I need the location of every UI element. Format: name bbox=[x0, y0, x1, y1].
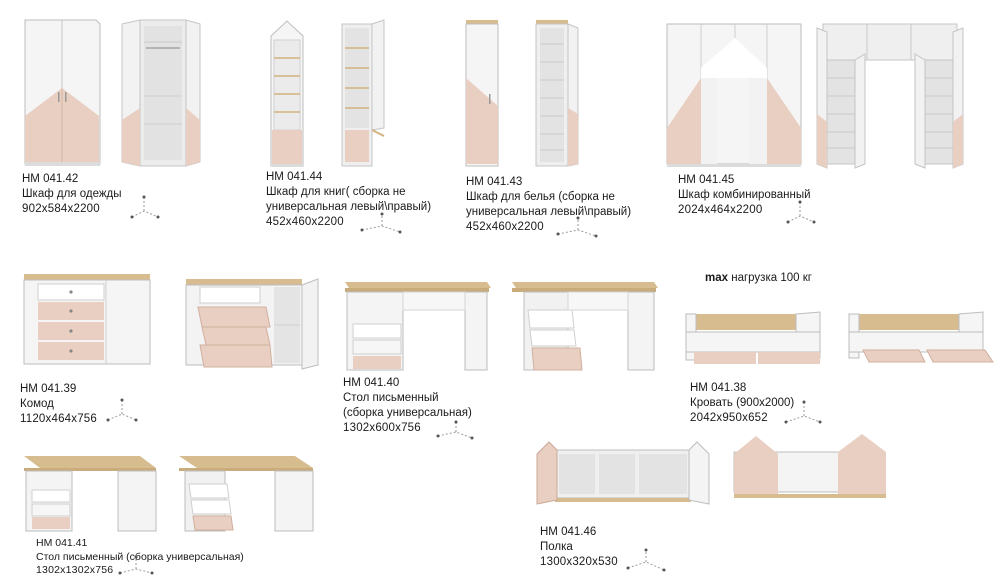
dimension-axes-icon bbox=[786, 200, 816, 226]
shelf-046-closed-image bbox=[730, 432, 890, 504]
bookcase-044-open-image bbox=[338, 18, 388, 168]
product-code: НМ 041.39 bbox=[20, 383, 77, 395]
product-label-045: НМ 041.45 Шкаф комбинированный 2024x464x… bbox=[678, 173, 811, 218]
product-name-line: Шкаф для белья (сборка не bbox=[466, 191, 615, 203]
dresser-039-closed-image bbox=[22, 272, 154, 368]
product-size: 1302x1302x756 bbox=[36, 564, 114, 576]
product-name-line: Стол письменный (сборка универсальная) bbox=[36, 550, 244, 563]
desk-040-closed-image bbox=[343, 280, 493, 372]
dimension-axes-icon bbox=[784, 400, 824, 426]
dimension-axes-icon bbox=[556, 216, 600, 240]
dimension-axes-icon bbox=[626, 548, 666, 574]
bed-load-text: нагрузка 100 кг bbox=[728, 272, 812, 284]
product-name-line: универсальная левый\правый) bbox=[466, 206, 632, 218]
product-label-044: НМ 041.44 Шкаф для книг( сборка не униве… bbox=[266, 170, 431, 230]
product-name-line: Шкаф комбинированный bbox=[678, 189, 811, 201]
product-size: 902x584x2200 bbox=[22, 203, 100, 215]
product-label-041: НМ 041.41 Стол письменный (сборка универ… bbox=[36, 537, 244, 578]
product-code: НМ 041.40 bbox=[343, 377, 400, 389]
linen-043-open-image bbox=[532, 18, 582, 170]
shelf-046-open-image bbox=[533, 440, 713, 506]
product-name-line: Комод bbox=[20, 398, 54, 410]
bed-load-note: max нагрузка 100 кг bbox=[705, 272, 812, 284]
product-size: 452x460x2200 bbox=[266, 216, 344, 228]
bookcase-044-closed-image bbox=[268, 18, 308, 168]
bed-038-closed-image bbox=[684, 310, 826, 370]
product-size: 2042x950x652 bbox=[690, 412, 768, 424]
dimension-axes-icon bbox=[360, 212, 404, 236]
product-code: НМ 041.41 bbox=[36, 537, 88, 549]
product-name-line: Полка bbox=[540, 541, 573, 553]
dresser-039-open-image bbox=[182, 277, 322, 371]
product-label-046: НМ 041.46 Полка 1300x320x530 bbox=[540, 525, 618, 570]
dimension-axes-icon bbox=[106, 398, 140, 424]
product-size: 2024x464x2200 bbox=[678, 204, 763, 216]
corner-desk-041-open-image bbox=[175, 454, 320, 534]
combined-045-closed-image bbox=[665, 18, 805, 170]
product-name-line: Шкаф для книг( сборка не bbox=[266, 186, 406, 198]
desk-040-open-image bbox=[510, 280, 660, 372]
product-code: НМ 041.46 bbox=[540, 526, 597, 538]
product-label-040: НМ 041.40 Стол письменный (сборка универ… bbox=[343, 376, 472, 436]
product-name-line: Шкаф для одежды bbox=[22, 188, 122, 200]
linen-043-closed-image bbox=[463, 18, 503, 168]
product-size: 1302x600x756 bbox=[343, 422, 421, 434]
product-name-line: Кровать (900х2000) bbox=[690, 397, 795, 409]
product-code: НМ 041.38 bbox=[690, 382, 747, 394]
bed-038-open-image bbox=[847, 310, 997, 370]
corner-desk-041-closed-image bbox=[20, 454, 160, 534]
product-name-line: универсальная левый\правый) bbox=[266, 201, 432, 213]
product-size: 452x460x2200 bbox=[466, 221, 544, 233]
dimension-axes-icon bbox=[118, 555, 154, 577]
bed-load-prefix: max bbox=[705, 272, 729, 284]
product-label-043: НМ 041.43 Шкаф для белья (сборка не унив… bbox=[466, 175, 631, 235]
product-code: НМ 041.42 bbox=[22, 173, 79, 185]
product-size: 1300x320x530 bbox=[540, 556, 618, 568]
product-size: 1120x464x756 bbox=[20, 413, 98, 425]
product-label-042: НМ 041.42 Шкаф для одежды 902x584x2200 bbox=[22, 172, 122, 217]
dimension-axes-icon bbox=[130, 195, 160, 221]
product-name-line: Стол письменный bbox=[343, 392, 439, 404]
dimension-axes-icon bbox=[436, 420, 476, 442]
product-code: НМ 041.44 bbox=[266, 171, 323, 183]
product-code: НМ 041.43 bbox=[466, 176, 523, 188]
combined-045-open-image bbox=[815, 18, 965, 170]
product-name-line: (сборка универсальная) bbox=[343, 407, 472, 419]
product-code: НМ 041.45 bbox=[678, 174, 735, 186]
wardrobe-042-open-image bbox=[120, 16, 202, 172]
product-label-038: НМ 041.38 Кровать (900х2000) 2042x950x65… bbox=[690, 381, 794, 426]
product-label-039: НМ 041.39 Комод 1120x464x756 bbox=[20, 382, 97, 427]
wardrobe-042-closed-image bbox=[22, 16, 102, 168]
